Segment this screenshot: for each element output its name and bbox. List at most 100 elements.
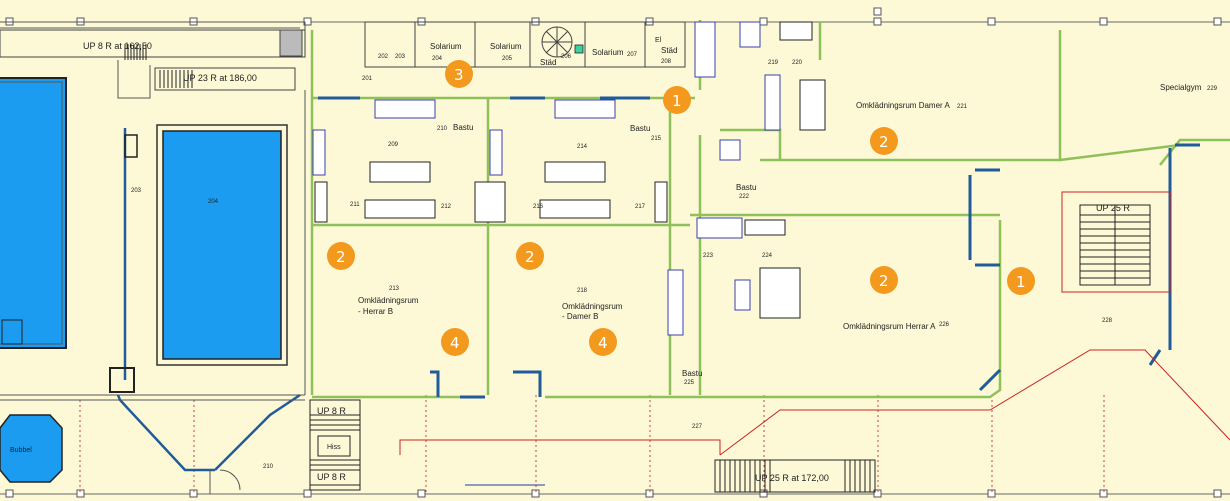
room-217: 217 bbox=[635, 204, 646, 210]
svg-text:1: 1 bbox=[672, 92, 682, 110]
room-225: 225 bbox=[684, 380, 695, 386]
elevator-label: Hiss bbox=[327, 444, 341, 451]
room-204-pool: 204 bbox=[208, 199, 219, 205]
marker-1-top: 1 bbox=[663, 86, 691, 114]
room-212: 212 bbox=[441, 204, 452, 210]
label-stad-2: Städ bbox=[661, 46, 677, 55]
svg-text:3: 3 bbox=[454, 66, 464, 84]
room-224: 224 bbox=[762, 253, 773, 259]
main-pool-deck bbox=[156, 124, 288, 366]
stair-up8-top bbox=[0, 29, 306, 60]
stair-label-up25-right: UP 25 R bbox=[1096, 203, 1130, 213]
room-226: 226 bbox=[939, 322, 950, 328]
pool-ladder bbox=[1, 319, 23, 345]
room-207: 207 bbox=[627, 52, 638, 58]
svg-text:2: 2 bbox=[879, 272, 889, 290]
room-213: 213 bbox=[389, 286, 400, 292]
label-bastu-1: Bastu bbox=[453, 123, 473, 132]
room-219: 219 bbox=[768, 60, 779, 66]
stair-label-up8-b: UP 8 R bbox=[317, 472, 346, 482]
room-214: 214 bbox=[577, 144, 588, 150]
marker-4-herrar-b: 4 bbox=[441, 328, 469, 356]
label-herrar-a: Omklädningsrum Herrar A bbox=[843, 322, 936, 331]
room-203-hall: 203 bbox=[131, 188, 142, 194]
label-solarium-1: Solarium bbox=[430, 42, 462, 51]
label-solarium-2: Solarium bbox=[490, 42, 522, 51]
room-205: 205 bbox=[502, 56, 513, 62]
label-damer-a: Omklädningsrum Damer A bbox=[856, 101, 950, 110]
room-227: 227 bbox=[692, 424, 703, 430]
room-229: 229 bbox=[1207, 86, 1218, 92]
atrium-red-outline bbox=[399, 191, 1230, 456]
room-209: 209 bbox=[388, 142, 399, 148]
left-pool-edge bbox=[0, 81, 63, 345]
stair-label-up8-a: UP 8 R bbox=[317, 406, 346, 416]
room-216: 216 bbox=[533, 204, 544, 210]
marker-2-damer-a: 2 bbox=[870, 127, 898, 155]
svg-text:2: 2 bbox=[879, 133, 889, 151]
label-el: El bbox=[655, 37, 662, 44]
room-202: 202 bbox=[378, 54, 389, 60]
main-pool bbox=[162, 130, 282, 360]
label-specialgym: Specialgym bbox=[1160, 83, 1202, 92]
stair-label-up25-bottom: UP 25 R at 172,00 bbox=[755, 473, 829, 483]
pool-hall-walls bbox=[116, 128, 301, 472]
room-221: 221 bbox=[957, 104, 968, 110]
marker-3: 3 bbox=[445, 60, 473, 88]
label-bastu-3: Bastu bbox=[736, 183, 756, 192]
svg-text:4: 4 bbox=[450, 334, 460, 352]
room-numbers: 201 202 203 204 205 206 207 208 219 220 … bbox=[131, 52, 1218, 470]
bubble-bath bbox=[0, 414, 63, 483]
marker-2-damer-b: 2 bbox=[516, 242, 544, 270]
svg-text:2: 2 bbox=[336, 248, 346, 266]
grid-dashes bbox=[79, 395, 1105, 494]
svg-text:4: 4 bbox=[598, 334, 608, 352]
room-210: 210 bbox=[437, 126, 448, 132]
room-203: 203 bbox=[395, 54, 406, 60]
room-208: 208 bbox=[661, 59, 672, 65]
sinks bbox=[314, 21, 826, 319]
svg-text:1: 1 bbox=[1016, 273, 1026, 291]
marker-4-damer-b: 4 bbox=[589, 328, 617, 356]
marker-2-herrar-a: 2 bbox=[870, 266, 898, 294]
blue-walls bbox=[318, 96, 1200, 399]
label-bastu-4: Bastu bbox=[682, 369, 702, 378]
room-204: 204 bbox=[432, 56, 443, 62]
label-bastu-2: Bastu bbox=[630, 124, 650, 133]
room-223: 223 bbox=[703, 253, 714, 259]
marker-1-right: 1 bbox=[1007, 267, 1035, 295]
room-215: 215 bbox=[651, 136, 662, 142]
green-fixture bbox=[574, 44, 584, 54]
top-service-rooms bbox=[364, 21, 686, 68]
room-211: 211 bbox=[350, 202, 360, 208]
room-206: 206 bbox=[561, 54, 572, 60]
left-pool bbox=[0, 77, 67, 349]
pool-cabinet bbox=[124, 134, 138, 158]
bubble-bath-label: Bubbel bbox=[10, 447, 32, 454]
stair-label-up8-top: UP 8 R at 162,50 bbox=[83, 41, 152, 51]
pool-equipment bbox=[109, 367, 135, 393]
label-stad-1: Städ bbox=[540, 58, 556, 67]
marker-2-herrar-b: 2 bbox=[327, 242, 355, 270]
zone-markers: 1 1 2 2 2 2 3 4 4 bbox=[327, 60, 1035, 356]
stair-up25-right bbox=[1079, 204, 1151, 286]
room-201: 201 bbox=[362, 76, 373, 82]
stair-up23 bbox=[154, 67, 296, 91]
room-210-hall: 210 bbox=[263, 464, 274, 470]
fixtures bbox=[312, 21, 781, 336]
room-222: 222 bbox=[739, 194, 750, 200]
stair-label-up23: UP 23 R at 186,00 bbox=[183, 73, 257, 83]
label-herrar-b-line1: Omklädningsrum bbox=[358, 296, 419, 305]
label-damer-b-line2: - Damer B bbox=[562, 312, 598, 321]
stair-up25-bottom bbox=[714, 459, 876, 493]
label-herrar-b-line2: - Herrar B bbox=[358, 307, 393, 316]
room-228: 228 bbox=[1102, 318, 1113, 324]
svg-text:2: 2 bbox=[525, 248, 535, 266]
room-220: 220 bbox=[792, 60, 803, 66]
label-damer-b-line1: Omklädningsrum bbox=[562, 302, 623, 311]
room-labels: Solarium Solarium Solarium Städ Städ El … bbox=[358, 37, 1202, 378]
room-218: 218 bbox=[577, 288, 588, 294]
stair-up8-bottom bbox=[309, 399, 361, 491]
label-solarium-3: Solarium bbox=[592, 48, 624, 57]
